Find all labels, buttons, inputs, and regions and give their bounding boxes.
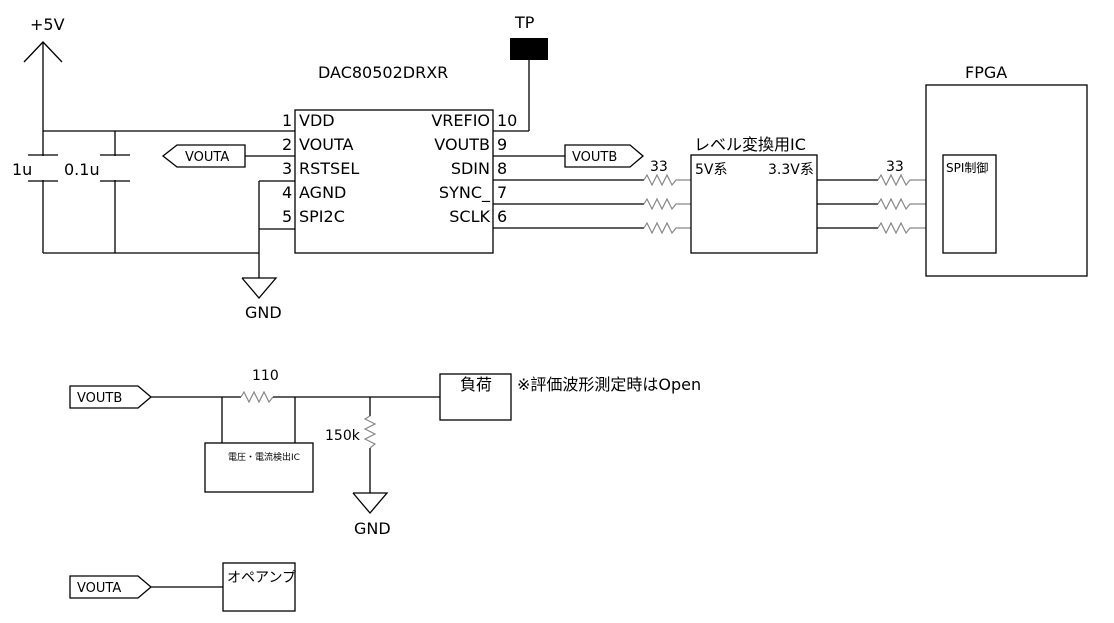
- pin-name: SYNC_: [439, 183, 491, 203]
- resistor-150k-label: 150k: [325, 428, 361, 444]
- gnd-label-2: GND: [354, 519, 391, 538]
- spi-control-block: [942, 154, 997, 254]
- power-5v-symbol: +5V: [23, 15, 65, 253]
- sense-ic: 電圧・電流検出IC: [204, 442, 314, 493]
- cap-0.1u-label: 0.1u: [64, 160, 100, 179]
- pin-name: SDIN: [451, 159, 490, 178]
- pin-number: 6: [497, 207, 507, 226]
- capacitor-1u: 1u: [12, 154, 58, 182]
- voutb-flag-2: VOUTB: [69, 385, 153, 409]
- level-shifter-5v: 5V系: [695, 162, 727, 178]
- level-shifter-ic: レベル変換用IC 5V系 3.3V系: [690, 135, 818, 254]
- pin-number: 1: [282, 111, 292, 130]
- spi-lines-fpga: 33: [817, 159, 943, 235]
- power-label: +5V: [30, 15, 65, 34]
- series-resistor-label-2: 33: [886, 159, 904, 175]
- pin-number: 2: [282, 135, 292, 154]
- series-resistor-label-1: 33: [650, 159, 668, 175]
- pin-name: VOUTB: [434, 135, 490, 154]
- capacitor-0.1u: 0.1u: [64, 131, 130, 253]
- level-shifter-3v3: 3.3V系: [768, 162, 814, 178]
- sense-ic-label: 電圧・電流検出IC: [228, 451, 300, 463]
- pin-number: 7: [497, 183, 507, 202]
- gnd-label-1: GND: [245, 303, 282, 322]
- pin-name: SCLK: [449, 207, 490, 226]
- voutb-flag-2-label: VOUTB: [77, 391, 122, 406]
- pin-name: VOUTA: [299, 135, 354, 154]
- level-shifter-title: レベル変換用IC: [694, 135, 806, 154]
- load-note: ※評価波形測定時はOpen: [517, 375, 701, 394]
- resistor-110-label: 110: [252, 368, 279, 384]
- resistor-150k: 150k: [325, 397, 377, 493]
- voutb-flag: VOUTB: [493, 144, 645, 168]
- pin-number: 10: [497, 111, 517, 130]
- test-point: TP: [493, 13, 548, 132]
- gnd-symbol-2: GND: [352, 492, 391, 538]
- fpga-title: FPGA: [965, 63, 1007, 82]
- spi-control-label: SPI制御: [946, 160, 988, 175]
- load-label: 負荷: [460, 375, 492, 394]
- dac-name: DAC80502DRXR: [318, 63, 448, 82]
- opamp-block: オペアンプ: [222, 562, 296, 612]
- cap-1u-label: 1u: [12, 160, 32, 179]
- vouta-flag-2: VOUTA: [69, 575, 153, 599]
- pin-number: 4: [282, 183, 292, 202]
- pin-number: 5: [282, 207, 292, 226]
- fpga-block: FPGA SPI制御: [925, 63, 1088, 277]
- dac-right-pins: VREFIO 10 VOUTB 9 SDIN 8 SYNC_ 7 SCLK 6: [431, 111, 517, 226]
- pin-number: 8: [497, 159, 507, 178]
- opamp-label: オペアンプ: [227, 570, 296, 586]
- pin-name: SPI2C: [299, 207, 345, 226]
- pin-name: RSTSEL: [299, 159, 359, 178]
- tp-label: TP: [514, 13, 535, 32]
- voutb-flag-label: VOUTB: [572, 150, 617, 165]
- vouta-flag-2-label: VOUTA: [77, 581, 121, 596]
- resistor-110: [240, 390, 274, 404]
- vouta-flag-label: VOUTA: [185, 150, 229, 165]
- pin-name: VREFIO: [431, 111, 490, 130]
- pin-name: VDD: [299, 111, 335, 130]
- gnd-symbol-1: GND: [241, 180, 295, 322]
- vouta-flag: VOUTA: [161, 144, 295, 168]
- pin-number: 9: [497, 135, 507, 154]
- load-block: 負荷 ※評価波形測定時はOpen: [439, 373, 701, 421]
- dac-ic: [294, 109, 494, 254]
- pin-number: 3: [282, 159, 292, 178]
- dac-left-pins: 1 VDD 2 VOUTA 3 RSTSEL 4 AGND 5 SPI2C: [282, 111, 359, 226]
- pin-name: AGND: [299, 183, 346, 202]
- spi-lines-dac: 33: [493, 159, 691, 235]
